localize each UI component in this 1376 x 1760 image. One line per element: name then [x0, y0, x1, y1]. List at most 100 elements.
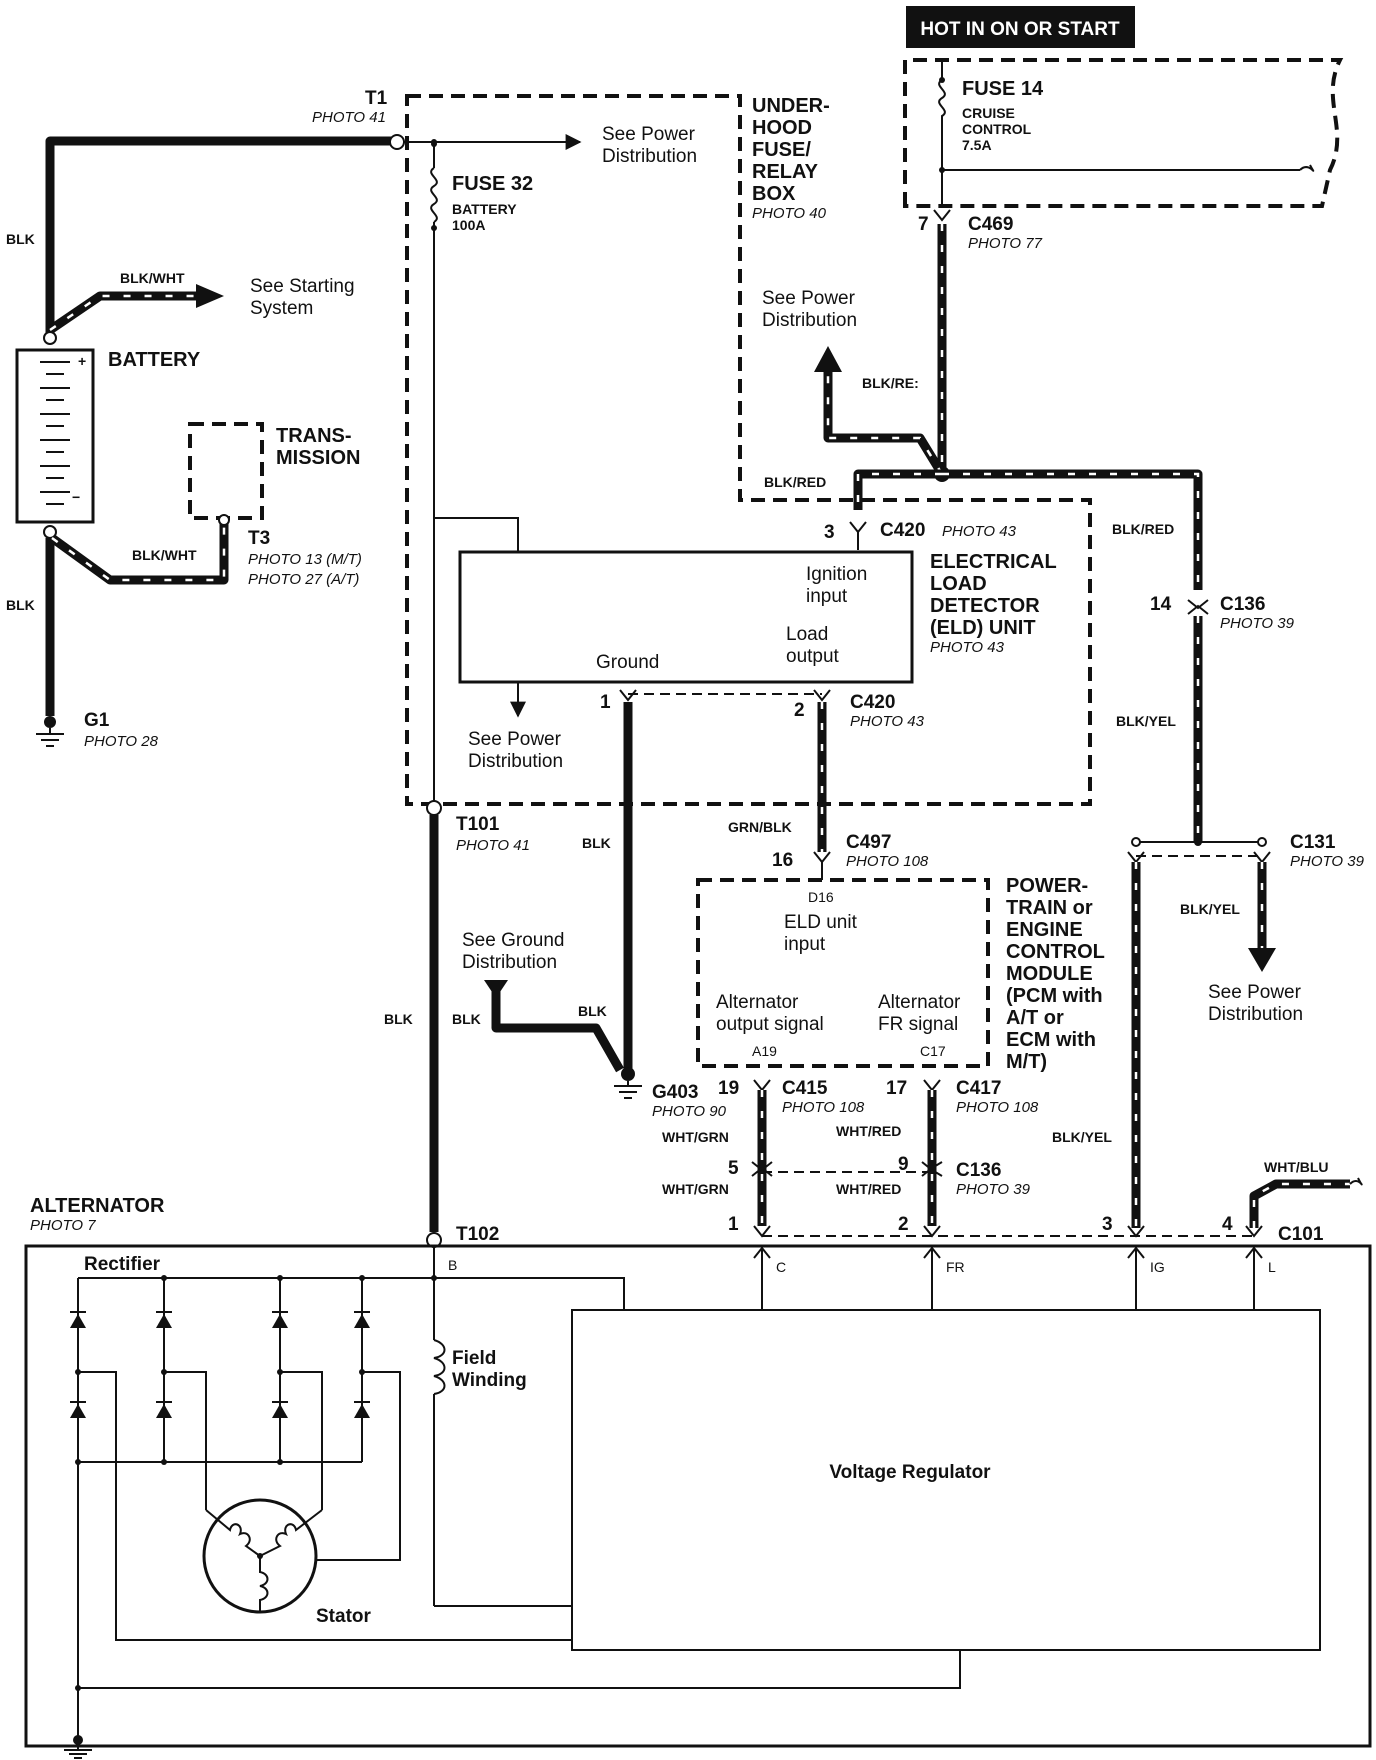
svg-text:RELAY: RELAY — [752, 161, 819, 183]
wire-label-blk-red-eld: BLK/RED — [764, 474, 826, 490]
wire-label-blk-red-c136: BLK/RED — [1112, 521, 1174, 537]
c469-connector: 7 C469 PHOTO 77 — [918, 209, 1043, 252]
c497-connector: 16 C497 PHOTO 108 — [772, 832, 929, 871]
svg-text:PHOTO 39: PHOTO 39 — [956, 1181, 1031, 1198]
svg-text:PHOTO 108: PHOTO 108 — [782, 1099, 865, 1116]
underhood-fuse-relay-box: UNDER- HOOD FUSE/ RELAY BOX PHOTO 40 — [405, 94, 1092, 806]
t1-terminal — [389, 134, 405, 150]
svg-text:PHOTO 43: PHOTO 43 — [942, 523, 1017, 540]
svg-text:BOX: BOX — [752, 183, 796, 205]
t1-label: T1 PHOTO 41 — [312, 88, 388, 126]
pcm-title: POWER- TRAIN or ENGINE CONTROL MODULE (P… — [1006, 875, 1105, 1073]
svg-text:Field: Field — [452, 1348, 496, 1369]
svg-text:C415: C415 — [782, 1078, 828, 1099]
svg-text:C: C — [776, 1259, 786, 1275]
wire-label-blk-upper: BLK — [6, 231, 35, 247]
wire-label-blk-red-cut: BLK/RE: — [862, 375, 919, 391]
svg-text:PHOTO 108: PHOTO 108 — [846, 853, 929, 870]
svg-text:C101: C101 — [1278, 1224, 1324, 1245]
svg-text:PHOTO 90: PHOTO 90 — [652, 1103, 727, 1120]
alternator-title: ALTERNATOR PHOTO 7 — [30, 1195, 165, 1234]
svg-text:L: L — [1268, 1259, 1276, 1275]
svg-text:PHOTO 41: PHOTO 41 — [456, 837, 530, 854]
svg-text:19: 19 — [718, 1078, 739, 1099]
svg-text:PHOTO 43: PHOTO 43 — [850, 713, 925, 730]
svg-text:IG: IG — [1150, 1259, 1165, 1275]
svg-text:ECM with: ECM with — [1006, 1029, 1096, 1051]
svg-text:PHOTO 108: PHOTO 108 — [956, 1099, 1039, 1116]
c415-connector: 19 C415 PHOTO 108 — [718, 1078, 865, 1116]
c101-connector: 1 2 3 4 C101 — [728, 1214, 1324, 1245]
wire-label-blk-ground-branch: BLK — [452, 1011, 481, 1027]
c136-inline-connector: 5 9 C136 PHOTO 39 — [728, 1154, 1031, 1198]
svg-text:Ignition: Ignition — [806, 564, 867, 585]
voltage-regulator: Voltage Regulator — [571, 1309, 1321, 1651]
svg-text:ALTERNATOR: ALTERNATOR — [30, 1195, 165, 1217]
svg-text:C17: C17 — [920, 1043, 946, 1059]
see-power-distribution-ref-1: See Power Distribution — [468, 729, 563, 772]
svg-text:PHOTO 77: PHOTO 77 — [968, 235, 1043, 252]
svg-text:output: output — [786, 646, 840, 667]
t3-label: T3 PHOTO 13 (M/T) PHOTO 27 (A/T) — [248, 528, 362, 588]
svg-text:C136: C136 — [956, 1160, 1001, 1181]
svg-text:PHOTO 39: PHOTO 39 — [1290, 853, 1365, 870]
c420-pin3-connector: 3 C420 PHOTO 43 — [824, 520, 1017, 543]
svg-text:UNDER-: UNDER- — [752, 95, 830, 117]
svg-text:M/T): M/T) — [1006, 1051, 1047, 1073]
alternator-housing — [24, 1244, 1372, 1748]
svg-text:5: 5 — [728, 1158, 739, 1179]
svg-text:14: 14 — [1150, 594, 1172, 615]
svg-text:T3: T3 — [248, 528, 270, 549]
svg-text:See Power: See Power — [762, 288, 856, 309]
svg-text:PHOTO 41: PHOTO 41 — [312, 109, 386, 126]
svg-text:1: 1 — [728, 1214, 739, 1235]
svg-text:PHOTO 39: PHOTO 39 — [1220, 615, 1295, 632]
svg-text:C420: C420 — [880, 520, 925, 541]
svg-text:3: 3 — [1102, 1214, 1113, 1235]
svg-text:D16: D16 — [808, 889, 834, 905]
svg-text:C420: C420 — [850, 692, 895, 713]
svg-text:C497: C497 — [846, 832, 891, 853]
svg-text:System: System — [250, 298, 313, 319]
rectifier: Rectifier — [70, 1254, 572, 1740]
svg-text:7.5A: 7.5A — [962, 137, 992, 153]
svg-text:(ELD) UNIT: (ELD) UNIT — [930, 617, 1036, 639]
svg-text:PHOTO 13 (M/T): PHOTO 13 (M/T) — [248, 551, 362, 568]
alternator-ground — [64, 1735, 92, 1759]
svg-text:B: B — [448, 1257, 457, 1273]
svg-text:Distribution: Distribution — [762, 310, 857, 331]
g1-ground: G1 PHOTO 28 — [36, 710, 159, 750]
svg-text:Voltage Regulator: Voltage Regulator — [829, 1462, 991, 1483]
svg-text:LOAD: LOAD — [930, 573, 987, 595]
wire-label-blk-yel-pd: BLK/YEL — [1180, 901, 1240, 917]
svg-text:Distribution: Distribution — [602, 146, 697, 167]
svg-text:MISSION: MISSION — [276, 447, 360, 469]
svg-text:See Starting: See Starting — [250, 276, 355, 297]
svg-text:ENGINE: ENGINE — [1006, 919, 1083, 941]
wire-label-blk-ground-branch-2: BLK — [578, 1003, 607, 1019]
wire-label-wht-grn-upper: WHT/GRN — [662, 1129, 729, 1145]
wire-label-wht-red-lower: WHT/RED — [836, 1181, 901, 1197]
svg-text:BATTERY: BATTERY — [452, 201, 517, 217]
svg-text:PHOTO 28: PHOTO 28 — [84, 733, 159, 750]
hot-in-on-or-start-badge: HOT IN ON OR START — [906, 6, 1135, 48]
svg-text:See Power: See Power — [468, 729, 562, 750]
svg-text:Rectifier: Rectifier — [84, 1254, 161, 1275]
svg-text:CONTROL: CONTROL — [962, 121, 1032, 137]
g403-ground: G403 PHOTO 90 — [614, 1067, 727, 1120]
stator: Stator — [202, 1498, 372, 1627]
svg-text:100A: 100A — [452, 217, 485, 233]
wire-label-blk-lower: BLK — [6, 597, 35, 613]
svg-text:T101: T101 — [456, 814, 500, 835]
svg-text:input: input — [806, 586, 848, 607]
svg-text:TRAIN or: TRAIN or — [1006, 897, 1093, 919]
svg-text:BATTERY: BATTERY — [108, 349, 201, 371]
svg-text:input: input — [784, 934, 826, 955]
svg-text:Alternator: Alternator — [716, 992, 799, 1013]
svg-text:16: 16 — [772, 850, 793, 871]
transmission: TRANS- MISSION — [188, 422, 360, 526]
see-starting-system-ref: See Starting System — [250, 276, 355, 319]
wire-label-wht-grn-lower: WHT/GRN — [662, 1181, 729, 1197]
svg-text:Distribution: Distribution — [1208, 1004, 1303, 1025]
pcm-ecm-module: D16 ELD unit input Alternator output sig… — [696, 878, 990, 1068]
